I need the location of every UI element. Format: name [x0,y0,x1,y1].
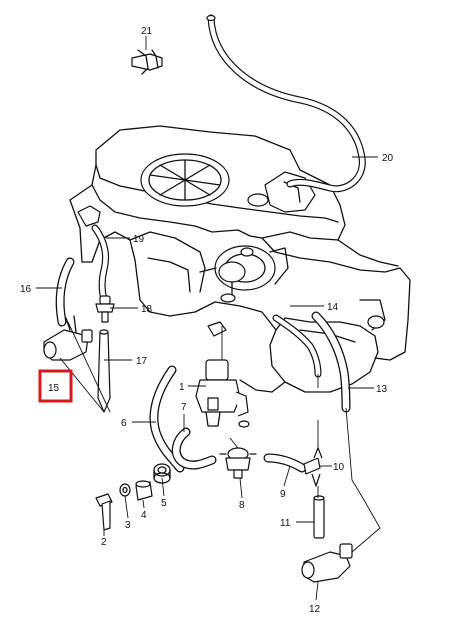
connector-12 [301,543,353,583]
highlight-box [38,369,73,403]
diaphragm-unit [199,245,289,303]
callout-9: 9 [280,489,286,500]
hose-clamp-21 [131,49,163,75]
hose-16 [55,257,75,327]
hose-9 [263,453,307,473]
vacuum-fitting-15 [43,315,93,361]
callout-18: 18 [141,304,153,315]
callout-14: 14 [327,302,339,313]
callout-10: 10 [333,462,345,473]
callout-19: 19 [133,234,145,245]
callout-1: 1 [179,382,185,393]
callout-11: 11 [280,518,291,529]
vacuum-hose-20 [206,14,366,193]
carburetor-body [69,125,411,393]
bolt-2 [95,493,113,531]
callout-17: 17 [136,356,148,367]
hose-14 [272,314,322,378]
callout-labels: 21 20 19 16 18 14 17 15 1 13 7 6 10 9 5 … [20,26,394,615]
check-valve-18 [95,295,115,323]
fitting-8 [219,447,257,479]
hose-13 [311,311,351,413]
callout-8: 8 [239,500,245,511]
callout-4: 4 [141,510,147,521]
callout-12: 12 [309,604,321,615]
callout-20: 20 [382,153,394,164]
leader-lines [36,36,381,601]
hose-19 [77,205,110,304]
washer-3 [119,483,131,497]
callout-21: 21 [141,26,153,37]
callout-13: 13 [376,384,388,395]
spacer-4 [135,480,153,501]
callout-7: 7 [181,402,187,413]
callout-6: 6 [121,418,127,429]
grommet-5 [153,463,171,484]
callout-15: 15 [48,383,60,394]
tube-11 [313,495,325,539]
hose-6 [149,365,185,473]
hose-7 [171,427,217,470]
callout-16: 16 [20,284,32,295]
callout-5: 5 [161,498,167,509]
tee-fitting-10 [303,447,323,487]
callout-3: 3 [125,520,131,531]
callout-2: 2 [101,537,107,548]
solenoid-valve-1 [195,321,250,428]
